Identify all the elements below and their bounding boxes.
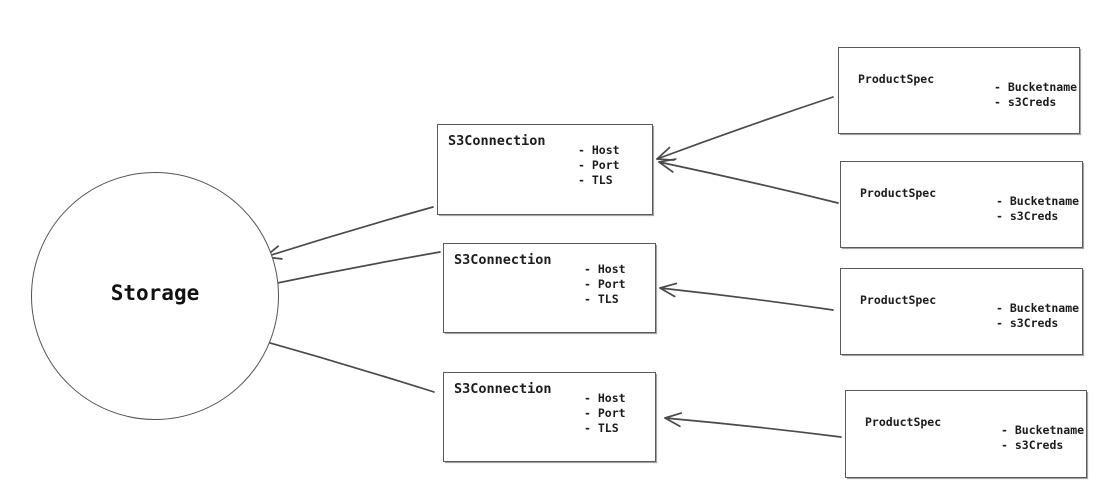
storage-label: Storage [110, 281, 200, 305]
arrow-productspec-4-to-s3connection-3 [664, 412, 842, 438]
productspec-field-list: - Bucketname- s3Creds [1001, 423, 1084, 453]
s3connection-title: S3Connection [454, 381, 552, 397]
arrow-productspec-1-to-s3connection-1 [656, 96, 834, 161]
s3connection-field-list: - Host- Port- TLS [584, 262, 626, 307]
productspec-field: - Bucketname [996, 194, 1080, 208]
productspec-field: - s3Creds [994, 94, 1057, 109]
productspec-field-list: - Bucketname- s3Creds [994, 80, 1077, 110]
s3connection-field: - Host [584, 262, 626, 276]
productspec-field: - s3Creds [1001, 437, 1064, 452]
s3connection-field-list: - Host- Port- TLS [578, 143, 620, 188]
s3connection-field: - Host [584, 391, 626, 405]
arrow-productspec-3-to-s3connection-2 [659, 282, 834, 311]
productspec-field: - s3Creds [996, 315, 1059, 330]
productspec-title: ProductSpec [858, 72, 935, 86]
productspec-field-list: - Bucketname- s3Creds [996, 301, 1079, 331]
s3connection-title: S3Connection [448, 133, 546, 149]
productspec-title: ProductSpec [860, 186, 937, 200]
arrow-s3connection-1-to-storage [264, 206, 434, 260]
arrow-s3connection-3-to-storage [248, 334, 435, 393]
s3connection-field: - Port [584, 276, 626, 291]
arrow-s3connection-2-to-storage [252, 251, 441, 293]
productspec-title: ProductSpec [865, 415, 942, 429]
productspec-title: ProductSpec [860, 293, 937, 307]
s3connection-title: S3Connection [454, 252, 552, 268]
productspec-field: - Bucketname [994, 80, 1078, 94]
s3connection-1[interactable]: S3Connection - Host- Port- TLS [437, 124, 653, 215]
s3connection-3[interactable]: S3Connection - Host- Port- TLS [443, 372, 656, 462]
productspec-2[interactable]: ProductSpec - Bucketname- s3Creds [840, 161, 1083, 248]
productspec-field: - Bucketname [1001, 423, 1085, 437]
productspec-field: - s3Creds [996, 208, 1059, 223]
s3connection-field: - Port [584, 405, 626, 420]
productspec-field: - Bucketname [996, 301, 1080, 315]
s3connection-field: - TLS [584, 420, 619, 435]
productspec-field-list: - Bucketname- s3Creds [996, 194, 1079, 224]
productspec-1[interactable]: ProductSpec - Bucketname- s3Creds [838, 47, 1080, 134]
storage-node[interactable] [31, 172, 279, 420]
s3connection-field: - TLS [578, 172, 613, 187]
productspec-4[interactable]: ProductSpec - Bucketname- s3Creds [845, 390, 1087, 478]
s3connection-field: - Host [578, 143, 620, 157]
s3connection-2[interactable]: S3Connection - Host- Port- TLS [443, 243, 656, 333]
s3connection-field-list: - Host- Port- TLS [584, 391, 626, 436]
s3connection-field: - Port [578, 157, 620, 172]
arrow-productspec-2-to-s3connection-1 [658, 158, 839, 204]
productspec-3[interactable]: ProductSpec - Bucketname- s3Creds [840, 268, 1083, 355]
s3connection-field: - TLS [584, 291, 619, 306]
